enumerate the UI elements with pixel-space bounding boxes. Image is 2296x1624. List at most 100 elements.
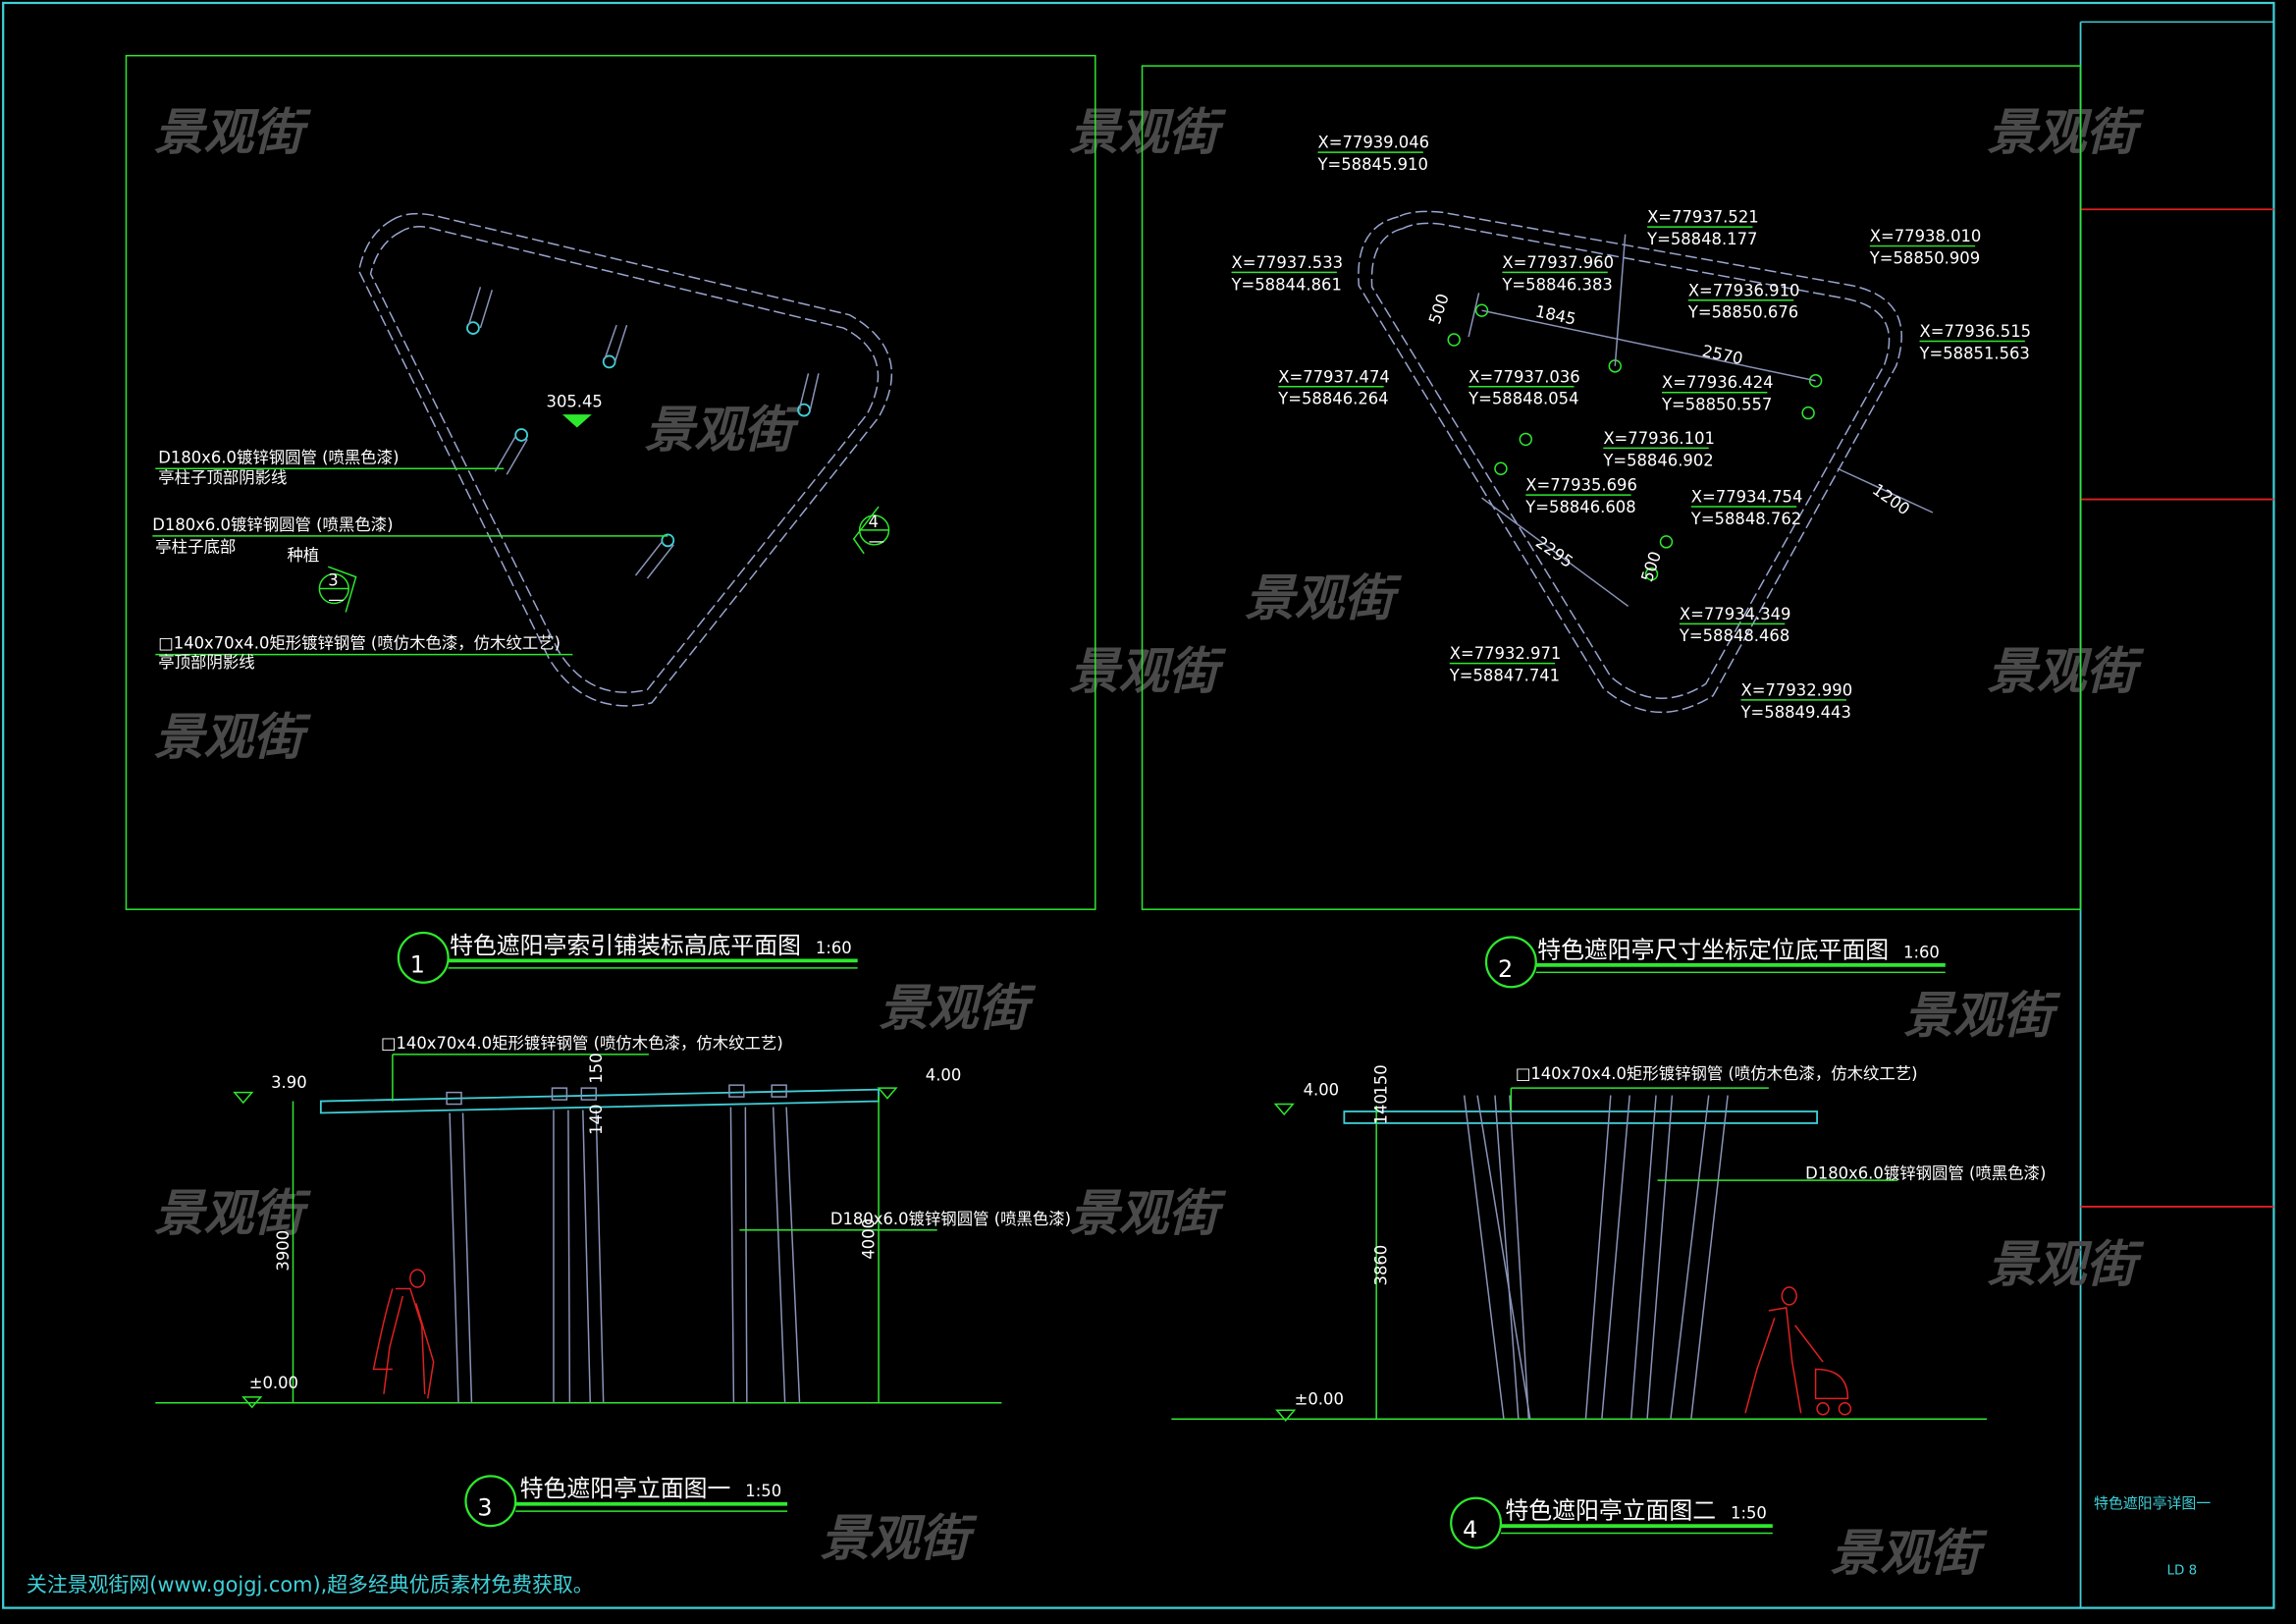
coord-y: Y=58846.264 — [1277, 390, 1388, 408]
coord-x: X=77937.533 — [1232, 253, 1344, 272]
coord-y: Y=58850.676 — [1687, 303, 1798, 322]
elev2-dim-150: 150 — [1372, 1064, 1391, 1095]
watermark-text: 景观街 — [1987, 642, 2144, 700]
elev2-level-ground: ±0.00 — [1295, 1389, 1344, 1408]
coord-x: X=77937.474 — [1278, 367, 1390, 386]
dimension-label: 2295 — [1532, 533, 1576, 571]
human-figure-icon — [372, 1269, 435, 1399]
watermark-text: 景观街 — [879, 979, 1036, 1037]
watermarks: 景观街景观街景观街景观街景观街景观街景观街景观街景观街景观街景观街景观街景观街景… — [154, 103, 2145, 1582]
drawing-number: 4 — [1463, 1516, 1477, 1543]
coord-y: Y=58846.608 — [1524, 498, 1635, 516]
title-block-red-lines — [2080, 208, 2274, 1208]
drawing-title-1: 1 特色遮阳亭索引铺装标高底平面图 1:60 — [397, 932, 858, 984]
sheet-number: LD 8 — [2167, 1563, 2198, 1578]
coordinate-labels: X=77939.046Y=58845.910X=77937.533Y=58844… — [1231, 134, 2032, 722]
coord-x: X=77936.515 — [1919, 322, 2031, 341]
plan1-note-spec: D180x6.0镀锌钢圆管 (喷黑色漆) — [152, 515, 393, 534]
plan1-leaders — [152, 467, 668, 656]
plan1-note-desc: 亭柱子顶部阴影线 — [158, 468, 287, 487]
plan1-note-spec: D180x6.0镀锌钢圆管 (喷黑色漆) — [158, 448, 399, 466]
watermark-text: 景观街 — [644, 401, 801, 459]
coord-x: X=77934.754 — [1691, 488, 1803, 507]
drawing-scale: 1:50 — [745, 1482, 781, 1500]
plan1-note-spec: □140x70x4.0矩形镀锌钢管 (喷仿木色漆，仿木纹工艺) — [158, 634, 561, 653]
callout-number: 3 — [328, 571, 338, 590]
watermark-text: 景观街 — [154, 103, 311, 161]
plan1-canopy-outline — [357, 212, 893, 707]
footer-promo-text: 关注景观街网(www.gojgj.com),超多经典优质素材免费获取。 — [27, 1573, 594, 1597]
watermark-text: 景观街 — [1987, 103, 2144, 161]
drawing-number: 1 — [410, 950, 425, 978]
elevation-marker-icon — [561, 414, 592, 428]
plan1-elevation: 305.45 — [547, 393, 603, 411]
watermark-text: 景观街 — [1069, 642, 1226, 700]
coord-x: X=77932.971 — [1450, 644, 1562, 663]
section-callout-4[interactable]: 4 — — [852, 506, 890, 555]
drawing-scale: 1:50 — [1731, 1504, 1767, 1523]
section-callout-3[interactable]: 3 — — [318, 566, 357, 613]
coord-y: Y=58845.910 — [1317, 155, 1428, 174]
elev2-beam-note: □140x70x4.0矩形镀锌钢管 (喷仿木色漆，仿木纹工艺) — [1516, 1064, 1918, 1083]
elev1-column-note: D180x6.0镀锌钢圆管 (喷黑色漆) — [830, 1210, 1071, 1228]
callout-sheet: — — [869, 531, 884, 550]
drawing-scale: 1:60 — [1903, 943, 1940, 961]
elev1-dim-height-left: 3900 — [274, 1230, 293, 1272]
coord-x: X=77937.036 — [1468, 367, 1580, 386]
drawing-scale: 1:60 — [816, 939, 852, 957]
coord-x: X=77937.521 — [1647, 208, 1759, 227]
coord-y: Y=58847.741 — [1449, 667, 1560, 685]
drawing-title-text: 特色遮阳亭尺寸坐标定位底平面图 — [1537, 936, 1889, 963]
drawing-titles: 1 特色遮阳亭索引铺装标高底平面图 1:60 2 特色遮阳亭尺寸坐标定位底平面图 1:60… — [397, 932, 1946, 1549]
callout-sheet: — — [328, 590, 344, 609]
coord-y: Y=58851.563 — [1918, 344, 2029, 362]
elev2-dim-height: 3860 — [1372, 1245, 1391, 1286]
coord-y: Y=58844.861 — [1231, 275, 1342, 294]
elev1-level-ground: ±0.00 — [249, 1374, 298, 1392]
human-with-stroller-icon — [1744, 1286, 1852, 1416]
elev2-dim-140: 140 — [1372, 1094, 1391, 1124]
elev1-level-left: 3.90 — [271, 1073, 307, 1092]
dimension-label: 1200 — [1869, 480, 1913, 518]
callout-number: 4 — [869, 513, 879, 531]
plan1-frame — [125, 54, 1096, 910]
drawing-number: 2 — [1498, 955, 1513, 983]
plan1-note-desc: 亭顶部阴影线 — [158, 653, 254, 672]
coord-x: X=77932.990 — [1741, 680, 1853, 699]
drawing-title-text: 特色遮阳亭索引铺装标高底平面图 — [450, 932, 801, 959]
watermark-text: 景观街 — [154, 1184, 311, 1242]
coord-y: Y=58850.909 — [1869, 248, 1980, 267]
watermark-text: 景观街 — [154, 708, 311, 766]
coord-y: Y=58849.443 — [1740, 703, 1851, 722]
watermark-text: 景观街 — [1069, 1184, 1226, 1242]
watermark-text: 景观街 — [1903, 986, 2060, 1044]
coord-x: X=77934.349 — [1680, 605, 1791, 623]
coord-x: X=77939.046 — [1318, 134, 1430, 152]
coord-x: X=77937.960 — [1502, 253, 1614, 272]
elev1-level-right: 4.00 — [926, 1066, 962, 1085]
dimension-label: 2570 — [1700, 342, 1744, 368]
elevation1 — [155, 1054, 1002, 1409]
elev2-level-top: 4.00 — [1304, 1081, 1340, 1100]
plan2-canopy-outline — [1358, 210, 1902, 714]
coord-y: Y=58850.557 — [1661, 396, 1772, 414]
coord-y: Y=58848.177 — [1646, 230, 1757, 248]
watermark-text: 景观街 — [1987, 1235, 2144, 1293]
drawing-title-text: 特色遮阳亭立面图二 — [1505, 1497, 1716, 1525]
elev1-dim-140: 140 — [587, 1105, 606, 1135]
coord-x: X=77936.101 — [1603, 429, 1715, 448]
elevation2 — [1171, 1087, 1988, 1422]
coord-x: X=77936.910 — [1688, 281, 1800, 299]
plan1-note-desc: 亭柱子底部 — [155, 537, 236, 556]
plan2-frame — [1141, 65, 2082, 910]
coord-x: X=77938.010 — [1870, 227, 1982, 245]
coord-y: Y=58846.902 — [1602, 451, 1713, 469]
coord-x: X=77936.424 — [1662, 373, 1774, 392]
drawing-title-4: 4 特色遮阳亭立面图二 1:50 — [1450, 1497, 1773, 1549]
watermark-text: 景观街 — [820, 1509, 977, 1567]
drawing-title-2: 2 特色遮阳亭尺寸坐标定位底平面图 1:60 — [1484, 936, 1946, 989]
coord-x: X=77935.696 — [1525, 476, 1637, 495]
dimension-label: 1845 — [1533, 301, 1577, 328]
